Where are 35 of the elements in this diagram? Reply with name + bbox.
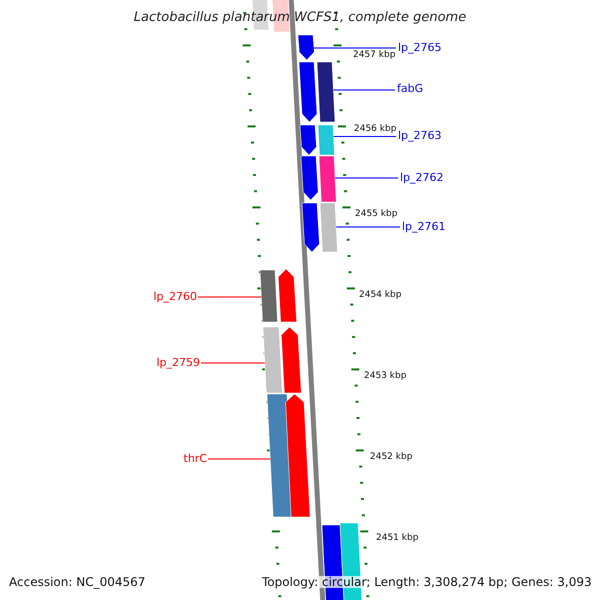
gene-label: lp_2762 (400, 172, 444, 183)
gene-bar (320, 202, 338, 252)
gene-feature (281, 326, 302, 394)
leader-line (208, 458, 271, 460)
gene-bar (318, 124, 335, 156)
leader-line (336, 226, 400, 228)
gene-bar (262, 326, 283, 394)
gene-label: lp_2763 (398, 130, 442, 141)
scale-label: 2454 kbp (359, 291, 402, 300)
scale-label: 2455 kbp (355, 210, 398, 219)
gene-label: lp_2765 (398, 42, 442, 53)
scale-label: 2452 kbp (370, 453, 412, 462)
scale-label: 2451 kbp (376, 534, 418, 543)
scale-label: 2453 kbp (364, 372, 406, 381)
gene-label: lp_2761 (402, 221, 446, 232)
accession-text: Accession: NC_004567 (9, 576, 146, 588)
gene-feature (298, 34, 314, 60)
leader-line (333, 136, 396, 137)
gene-feature (278, 268, 297, 322)
gene-feature (302, 202, 320, 252)
gene-feature (300, 124, 317, 156)
gene-label: lp_2759 (156, 357, 200, 368)
gene-label: thrC (184, 453, 207, 464)
genome-summary-text: Topology: circular; Length: 3,308,274 bp; Genes: 3,093 (262, 576, 592, 588)
gene-label: lp_2760 (153, 291, 197, 302)
leader-line (198, 296, 262, 298)
leader-line (200, 362, 266, 364)
scale-label: 2457 kbp (353, 51, 396, 60)
gene-bar (316, 62, 336, 122)
gene-bar (318, 156, 337, 202)
gene-label: fabG (397, 83, 424, 94)
gene-feature (300, 156, 318, 200)
scale-label: 2456 kbp (354, 125, 396, 134)
map-title: Lactobacillus plantarum WCFS1, complete genome (132, 11, 468, 24)
gene-bar (260, 270, 278, 322)
